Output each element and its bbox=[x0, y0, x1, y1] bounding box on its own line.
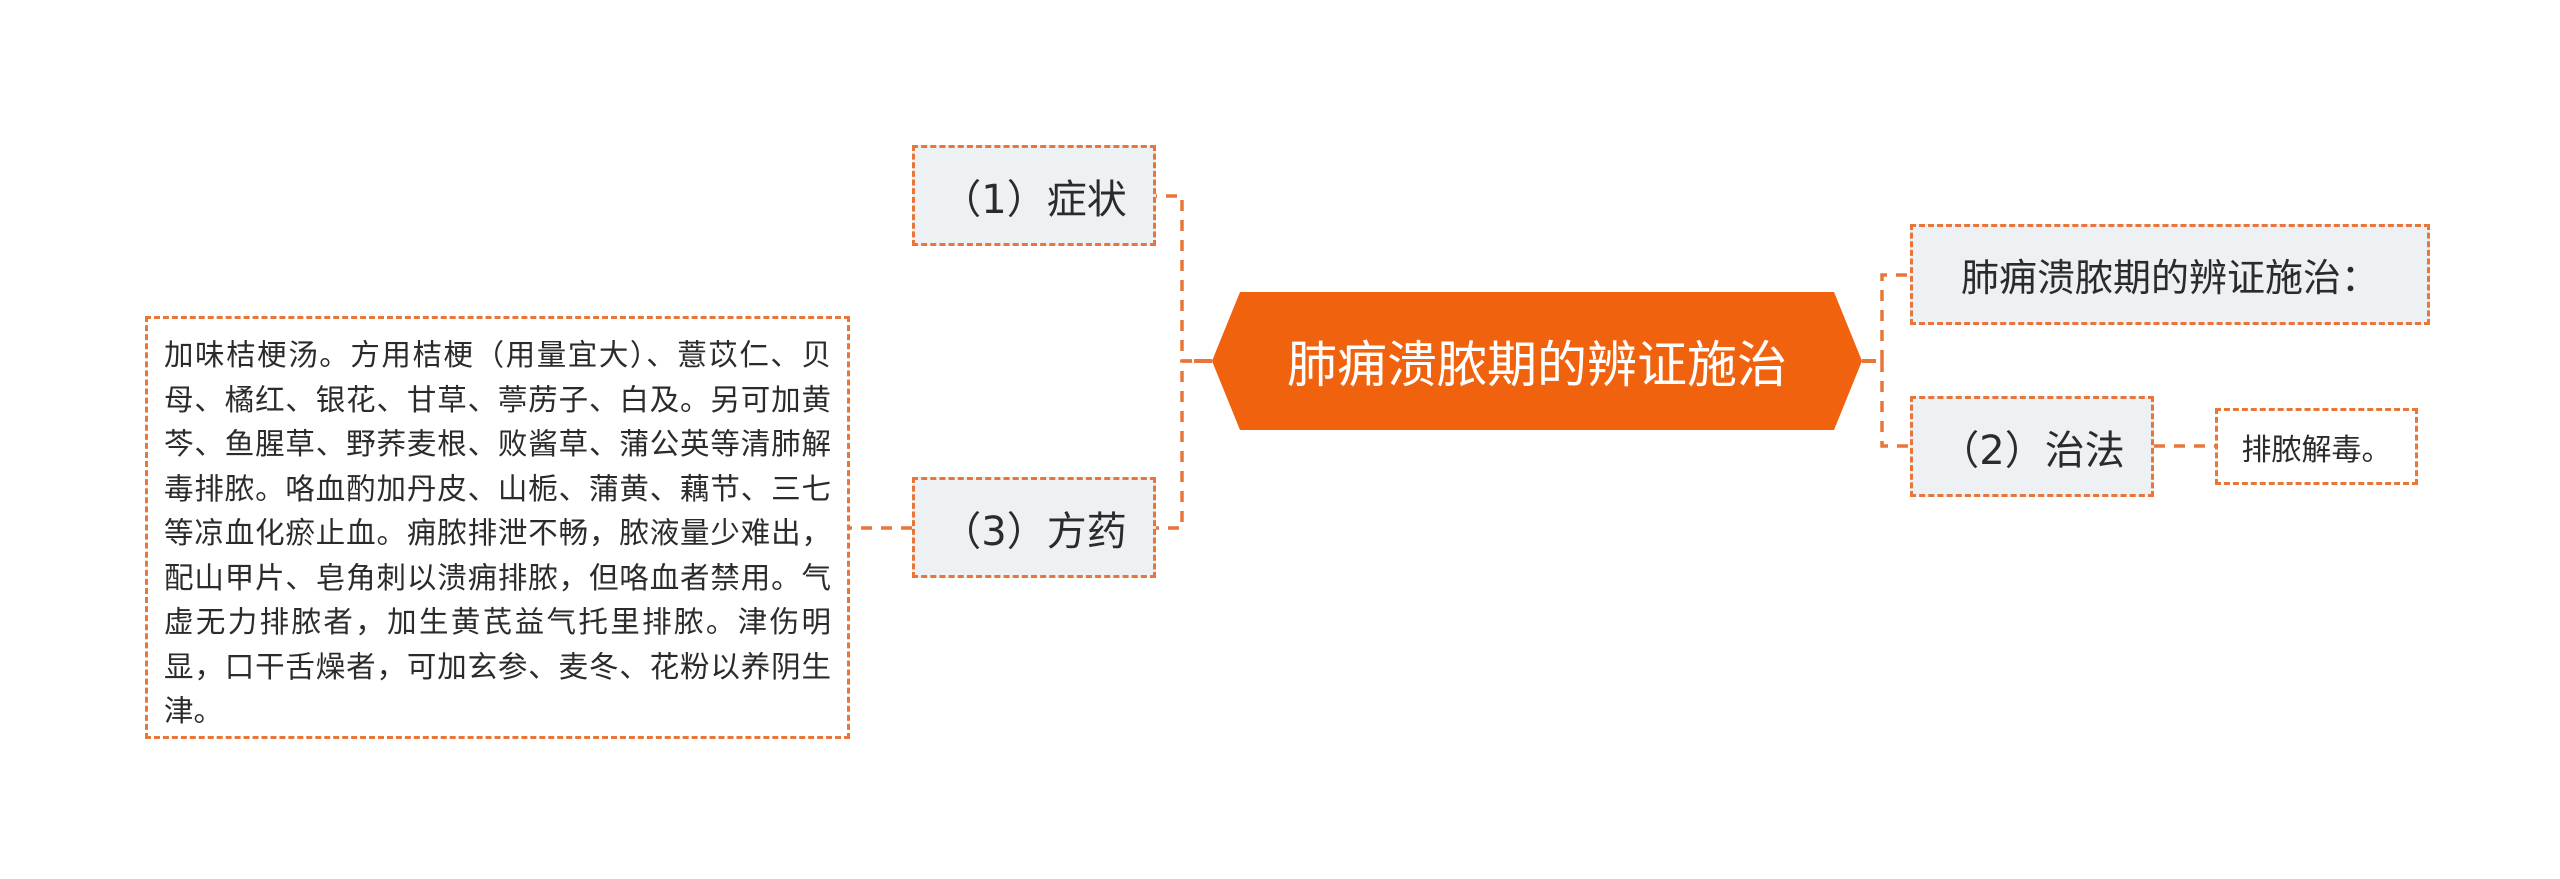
prescription-detail-text: 加味桔梗汤。方用桔梗（用量宜大）、薏苡仁、贝母、橘红、银花、甘草、葶苈子、白及。… bbox=[164, 338, 831, 728]
node-prescription-detail[interactable]: 加味桔梗汤。方用桔梗（用量宜大）、薏苡仁、贝母、橘红、银花、甘草、葶苈子、白及。… bbox=[145, 316, 850, 739]
node-heading-label: 肺痈溃脓期的辨证施治： bbox=[1960, 256, 2379, 300]
node-heading[interactable]: 肺痈溃脓期的辨证施治： bbox=[1910, 224, 2430, 325]
root-node[interactable]: 肺痈溃脓期的辨证施治 bbox=[1212, 292, 1862, 430]
node-prescription[interactable]: （3）方药 bbox=[912, 477, 1156, 578]
node-prescription-label: （3）方药 bbox=[941, 508, 1127, 555]
node-treatment[interactable]: （2）治法 bbox=[1910, 396, 2154, 497]
root-hexagon-shape bbox=[1212, 292, 1862, 430]
node-treatment-detail[interactable]: 排脓解毒。 bbox=[2215, 408, 2418, 485]
treatment-detail-label: 排脓解毒。 bbox=[2241, 432, 2392, 468]
root-title: 肺痈溃脓期的辨证施治 bbox=[1287, 336, 1787, 394]
node-treatment-label: （2）治法 bbox=[1939, 427, 2125, 474]
node-symptoms[interactable]: （1）症状 bbox=[912, 145, 1156, 246]
node-symptoms-label: （1）症状 bbox=[941, 176, 1127, 223]
connector-root-to-heading bbox=[1862, 273, 1910, 363]
connector-root-to-treatment bbox=[1862, 359, 1910, 448]
connector-root-to-symptoms bbox=[1156, 194, 1212, 363]
connector-root-to-prescription bbox=[1156, 359, 1212, 530]
